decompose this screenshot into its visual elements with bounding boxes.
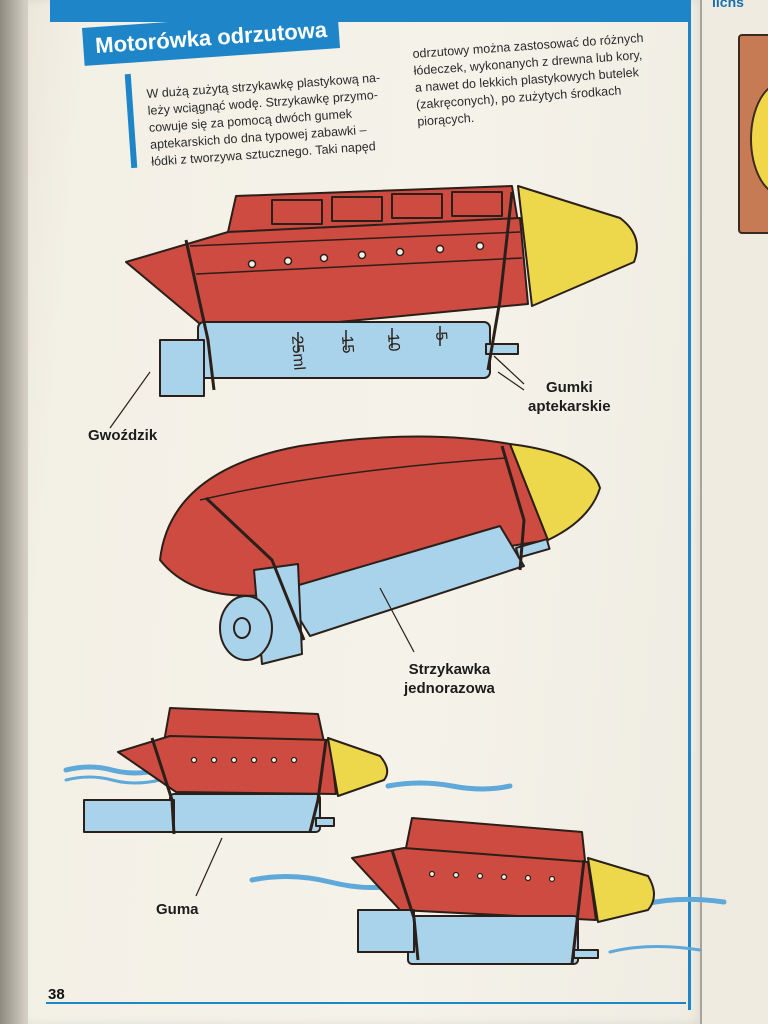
label-line: Gumki [545,379,593,396]
label-line: aptekarskie [528,398,611,415]
scale-tick-label: 15 [338,335,356,354]
label-rubber: Guma [156,901,199,918]
bottom-rule [46,1002,686,1004]
boat-1 [109,185,638,429]
scale-tick-label: 25ml [288,335,307,371]
next-page-illustration [738,34,768,234]
label-syringe: Strzykawka jednorazowa [404,660,495,698]
scale-tick-label: 10 [384,333,402,352]
next-page-title: lichs [712,0,744,10]
header-strip [50,0,690,22]
scale-tick-label: 5 [432,331,450,341]
syringe-scale: 5 10 15 25ml [288,331,450,371]
boat-2 [159,435,601,665]
boat-3 [83,707,389,897]
label-line: Strzykawka [408,661,491,678]
label-rubber-bands: Gumki aptekarskie [528,378,611,416]
page-number: 38 [48,986,65,1003]
label-line: jednorazowa [404,680,495,697]
page-right-rule [688,0,691,1010]
boat-4 [351,817,655,965]
label-nail: Gwoździk [88,427,158,444]
